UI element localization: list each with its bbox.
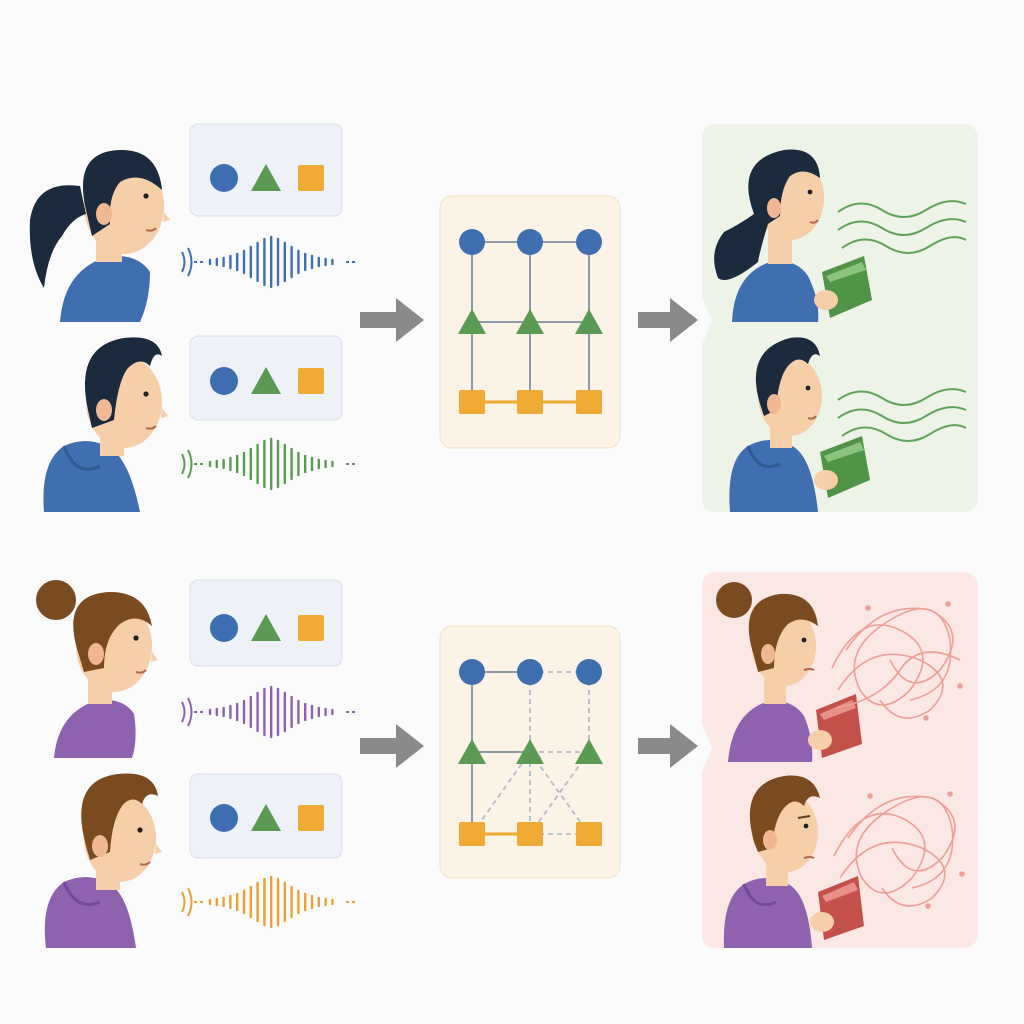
reader-boy-confused (723, 775, 864, 948)
symbol-card (189, 123, 343, 217)
speaker-girl-bun (36, 580, 158, 758)
symbol-card (189, 579, 343, 667)
voice-waveform (181, 235, 355, 289)
speaker-girl-ponytail (29, 150, 170, 322)
amber-square-icon (298, 805, 324, 831)
amber-square-icon (298, 368, 324, 394)
concept-graph-connected (439, 195, 621, 449)
tangled-thought-lines (833, 791, 965, 909)
thought-waves (837, 200, 967, 254)
flow-arrow (360, 298, 424, 342)
amber-square-icon (298, 165, 324, 191)
tangled-thought-lines (831, 601, 963, 721)
speaker-boy-hoodie (43, 337, 168, 512)
blue-circle-icon (210, 804, 238, 832)
green-triangle-icon (251, 614, 281, 641)
reader-boy (729, 337, 870, 512)
flow-arrow (638, 298, 698, 342)
top-row (29, 123, 978, 512)
bottom-row (36, 572, 978, 948)
voice-waveform (181, 875, 355, 929)
amber-square-icon (298, 615, 324, 641)
voice-waveform (181, 437, 355, 491)
speaker-boy-purple-hoodie (44, 773, 162, 948)
green-triangle-icon (251, 164, 281, 191)
blue-circle-icon (210, 614, 238, 642)
confusion-panel (702, 572, 978, 948)
thought-waves (837, 388, 967, 442)
blue-circle-icon (210, 164, 238, 192)
concept-graph-broken (439, 625, 621, 879)
voice-waveform (181, 685, 355, 739)
symbol-card (189, 335, 343, 421)
blue-circle-icon (210, 367, 238, 395)
understanding-panel (702, 124, 978, 512)
green-triangle-icon (251, 367, 281, 394)
green-triangle-icon (251, 804, 281, 831)
symbol-card (189, 773, 343, 859)
flow-arrow (638, 724, 698, 768)
flow-arrow (360, 724, 424, 768)
reader-girl-bun (716, 582, 862, 762)
reader-girl (714, 149, 872, 322)
